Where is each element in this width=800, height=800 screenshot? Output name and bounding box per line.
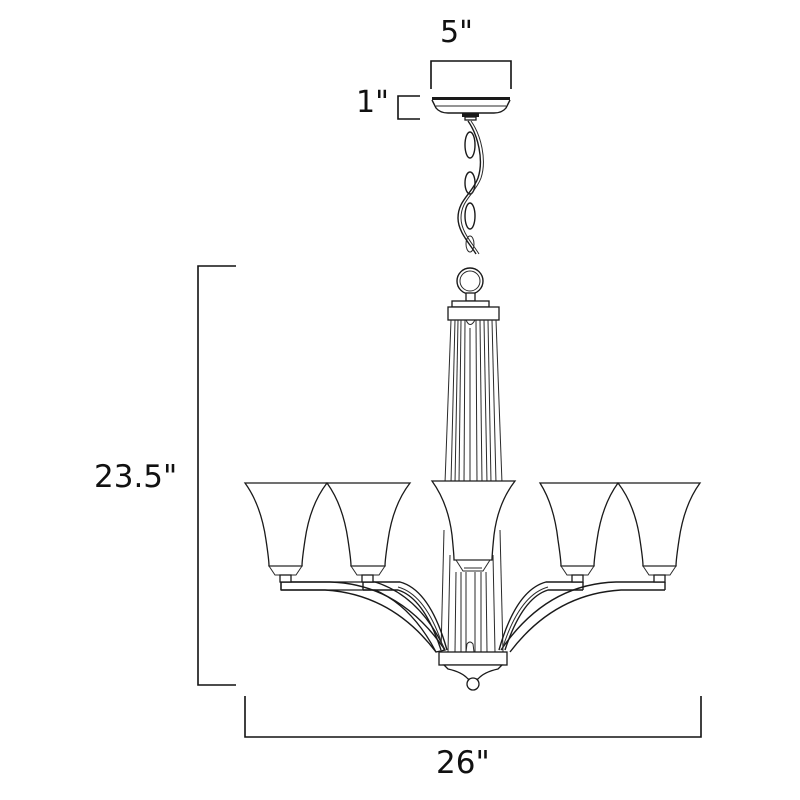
width-bracket (244, 696, 702, 738)
center-column (440, 306, 504, 653)
arms (280, 581, 666, 653)
height-bracket (197, 265, 236, 686)
bell-shade-4 (538, 482, 620, 583)
fixture-height-label: 23.5" (94, 459, 178, 495)
bell-shade-center (430, 480, 517, 572)
canopy-width-bracket (430, 60, 512, 89)
fixture-width-label: 26" (436, 745, 490, 781)
canopy-height-label: 1" (356, 85, 389, 120)
ceiling-canopy (431, 97, 511, 121)
chain (457, 120, 484, 255)
bell-shade-2 (325, 482, 412, 583)
canopy-height-bracket (397, 95, 420, 120)
bell-shade-5 (616, 482, 702, 583)
canopy-width-label: 5" (440, 15, 473, 50)
bell-shade-1 (243, 482, 329, 583)
bottom-finial (438, 651, 508, 691)
loop-ring (451, 267, 490, 308)
